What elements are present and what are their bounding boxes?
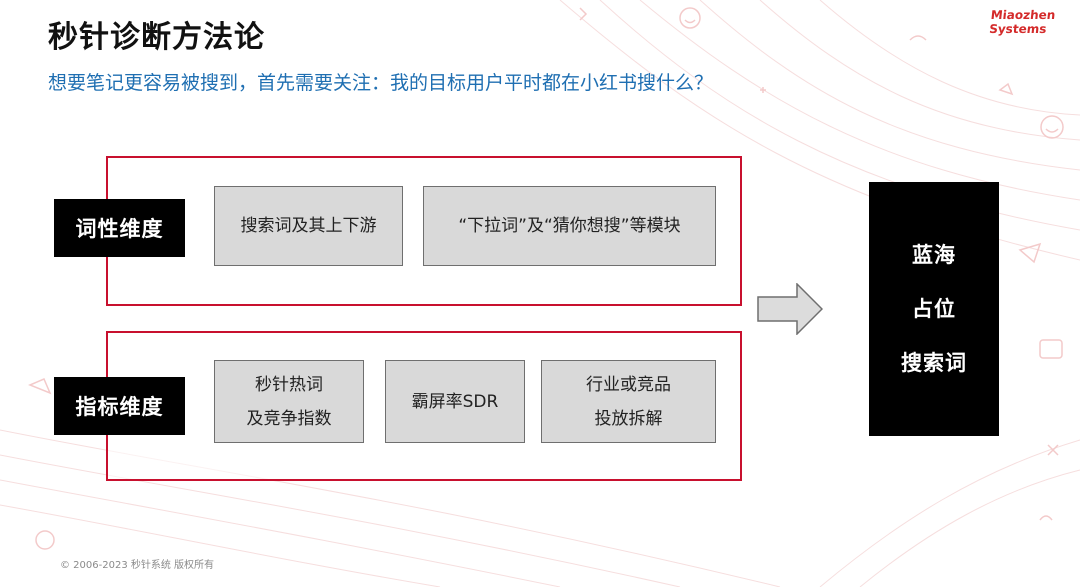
dropdown-suggest-box: “下拉词”及“猜你想搜”等模块 — [423, 186, 716, 266]
competitor-analysis-box: 行业或竞品 投放拆解 — [541, 360, 716, 443]
hot-words-box: 秒针热词 及竞争指数 — [214, 360, 364, 443]
box-line: 投放拆解 — [594, 408, 663, 429]
box-line: 搜索词及其上下游 — [240, 216, 377, 236]
copyright-text: © 2006-2023 秒针系统 版权所有 — [60, 560, 215, 571]
box-line: “下拉词”及“猜你想搜”等模块 — [458, 216, 681, 236]
metric-dimension-label: 指标维度 — [54, 377, 185, 435]
word-dimension-label: 词性维度 — [54, 199, 185, 257]
right-arrow-icon — [757, 283, 823, 335]
search-terms-box: 搜索词及其上下游 — [214, 186, 403, 266]
result-line: 搜索词 — [901, 351, 967, 375]
page-subtitle: 想要笔记更容易被搜到，首先需要关注：我的目标用户平时都在小红书搜什么？ — [48, 72, 714, 94]
logo-line-2: Systems — [988, 22, 1048, 36]
company-logo: Miaozhen Systems — [988, 8, 1057, 36]
box-line: 及竞争指数 — [246, 408, 332, 429]
sdr-box: 霸屏率SDR — [385, 360, 525, 443]
logo-line-1: Miaozhen — [990, 8, 1057, 22]
result-line: 蓝海 — [912, 243, 956, 267]
page-title: 秒针诊断方法论 — [48, 20, 265, 55]
result-line: 占位 — [912, 297, 956, 321]
box-line: 秒针热词 — [255, 374, 323, 395]
box-line: 行业或竞品 — [586, 374, 671, 395]
result-panel: 蓝海 占位 搜索词 — [869, 182, 999, 436]
box-line: 霸屏率SDR — [411, 391, 499, 412]
